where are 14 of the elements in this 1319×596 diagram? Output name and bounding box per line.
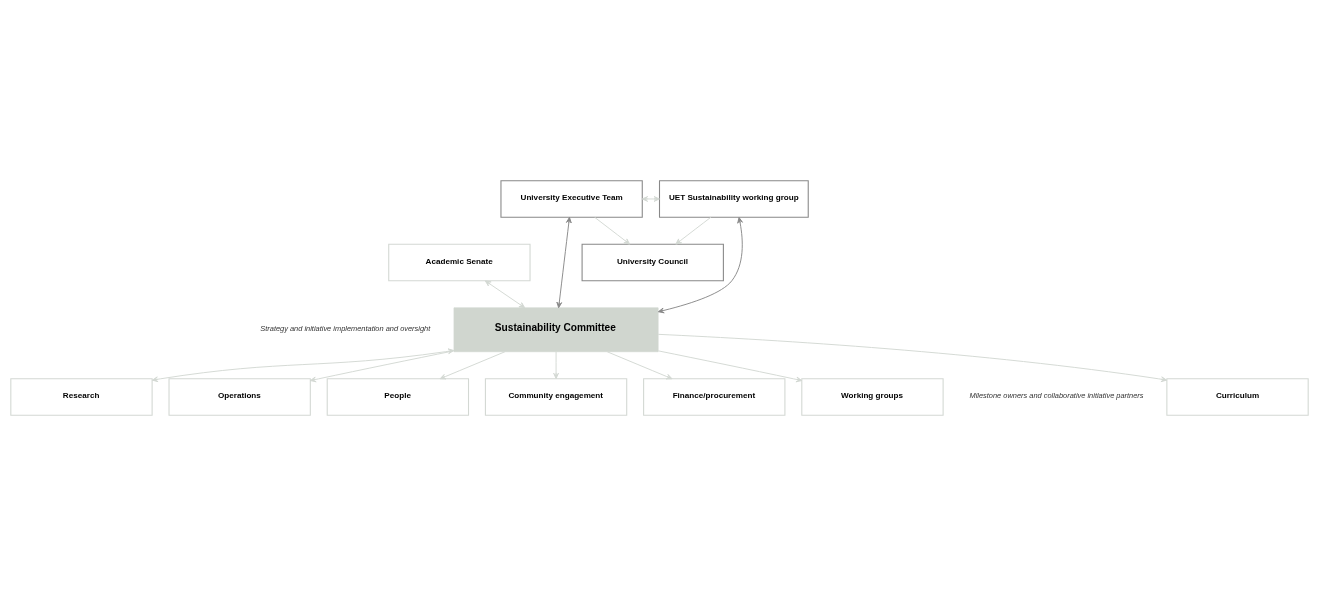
arrow	[657, 350, 803, 383]
arrow	[606, 351, 673, 380]
arrow	[553, 351, 559, 380]
arrow	[641, 196, 660, 202]
arrow	[594, 216, 631, 245]
label: Milestone owners and collaborative initiative partners	[969, 391, 1144, 401]
label: Strategy and initiative implementation and oversight	[260, 323, 431, 333]
arrow	[439, 351, 506, 380]
arrow	[657, 333, 1168, 383]
arrow	[657, 217, 743, 314]
arrow	[675, 216, 712, 245]
arrow	[484, 280, 526, 309]
arrow	[556, 216, 572, 309]
node-box: Sustainability Committee	[453, 307, 659, 353]
